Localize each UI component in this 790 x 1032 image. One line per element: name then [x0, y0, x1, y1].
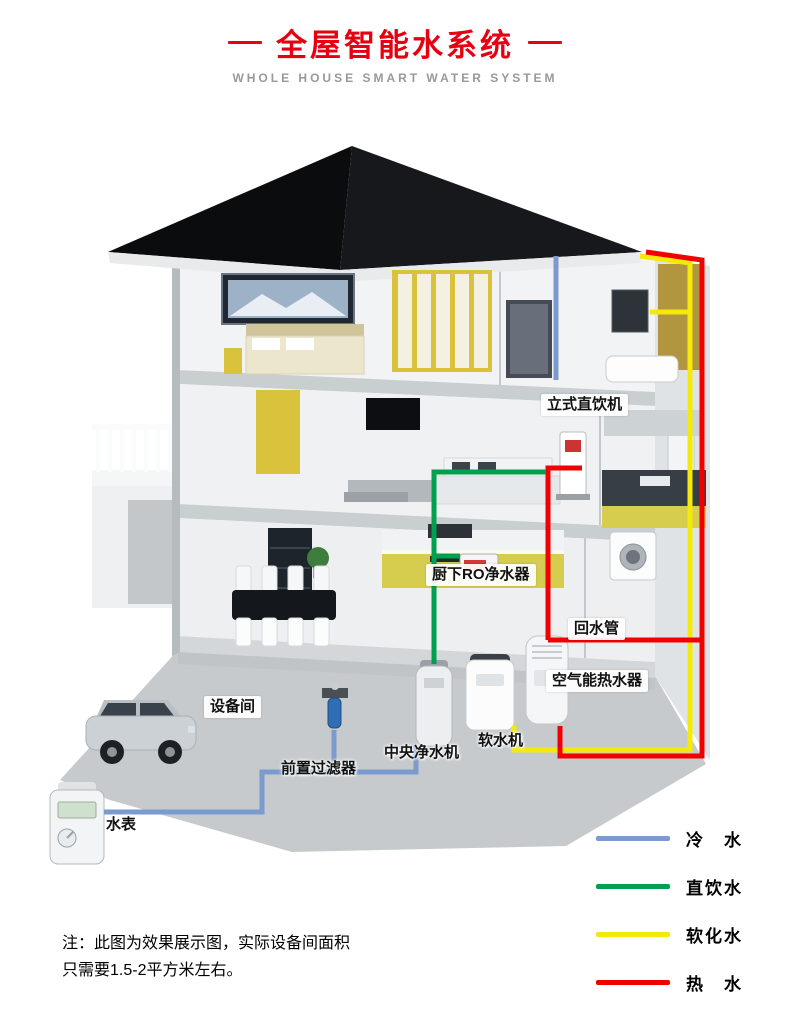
roof: [108, 146, 642, 282]
label-equipment-room: 设备间: [204, 696, 262, 718]
title-row: 全屋智能水系统: [0, 20, 790, 65]
bathtub: [605, 355, 679, 383]
legend-label-hot-water: 热 水: [686, 974, 743, 994]
sofa: [435, 457, 561, 505]
pre-filter-unit: [322, 682, 348, 729]
legend-item-hot-water: 热 水: [596, 970, 743, 994]
bed: [245, 324, 365, 375]
legend-label-softened-water: 软化水: [686, 926, 743, 946]
nightstand: [224, 348, 242, 374]
label-water-meter: 水表: [106, 816, 137, 833]
label-return-pipe: 回水管: [568, 618, 626, 640]
label-central-purifier: 中央净水机: [384, 744, 460, 761]
title-rule-right: [528, 41, 562, 44]
footnote: 注：此图为效果展示图，实际设备间面积 只需要1.5-2平方米左右。: [62, 930, 350, 984]
laundry: [602, 506, 706, 581]
legend-swatch-softened-water: [596, 931, 670, 937]
mirror-cabinet: [611, 289, 649, 333]
page-subtitle: WHOLE HOUSE SMART WATER SYSTEM: [232, 71, 558, 85]
dining-set: [232, 565, 336, 647]
water-meter-unit: [49, 782, 105, 865]
tv: [366, 398, 420, 430]
legend-label-cold-water: 冷 水: [686, 830, 743, 850]
legend-item-cold-water: 冷 水: [596, 826, 743, 850]
legend-swatch-drinking-water: [596, 883, 670, 889]
pipe-hot-water: [545, 249, 705, 759]
title-rule-left: [228, 41, 262, 44]
accent-wall: [256, 390, 300, 474]
shower-unit: [506, 300, 552, 378]
label-air-source-heater: 空气能热水器: [546, 670, 649, 692]
legend-item-drinking-water: 直饮水: [596, 874, 743, 898]
label-water-softener: 软水机: [478, 732, 524, 749]
living-level: [256, 390, 706, 510]
pipe-softened-water: [511, 253, 693, 753]
softener-unit: [465, 654, 515, 731]
coffee-table: [344, 492, 408, 502]
legend-item-softened-water: 软化水: [596, 922, 743, 946]
label-standing-dispenser: 立式直饮机: [541, 394, 629, 416]
central-purifier-unit: [415, 660, 453, 747]
header: 全屋智能水系统 WHOLE HOUSE SMART WATER SYSTEM: [0, 0, 790, 85]
car: [85, 700, 197, 764]
gold-mosaic-wall: [658, 264, 702, 370]
pipe-cold-water: [104, 256, 559, 815]
legend: 冷 水 直饮水 软化水 热 水: [596, 826, 743, 1018]
bedroom-level: [221, 264, 702, 383]
page-title: 全屋智能水系统: [276, 28, 514, 63]
label-under-sink-ro: 厨下RO净水器: [426, 564, 536, 586]
pipe-drinking-water: [431, 469, 546, 664]
wardrobe: [392, 270, 492, 372]
standing-dispenser-unit: [556, 431, 590, 500]
footnote-line-2: 只需要1.5-2平方米左右。: [62, 962, 243, 980]
legend-swatch-hot-water: [596, 979, 670, 985]
legend-swatch-cold-water: [596, 835, 670, 841]
footnote-line-1: 注：此图为效果展示图，实际设备间面积: [62, 935, 351, 952]
legend-label-drinking-water: 直饮水: [686, 878, 743, 898]
wall-picture: [221, 273, 355, 325]
label-pre-filter: 前置过滤器: [281, 760, 357, 777]
